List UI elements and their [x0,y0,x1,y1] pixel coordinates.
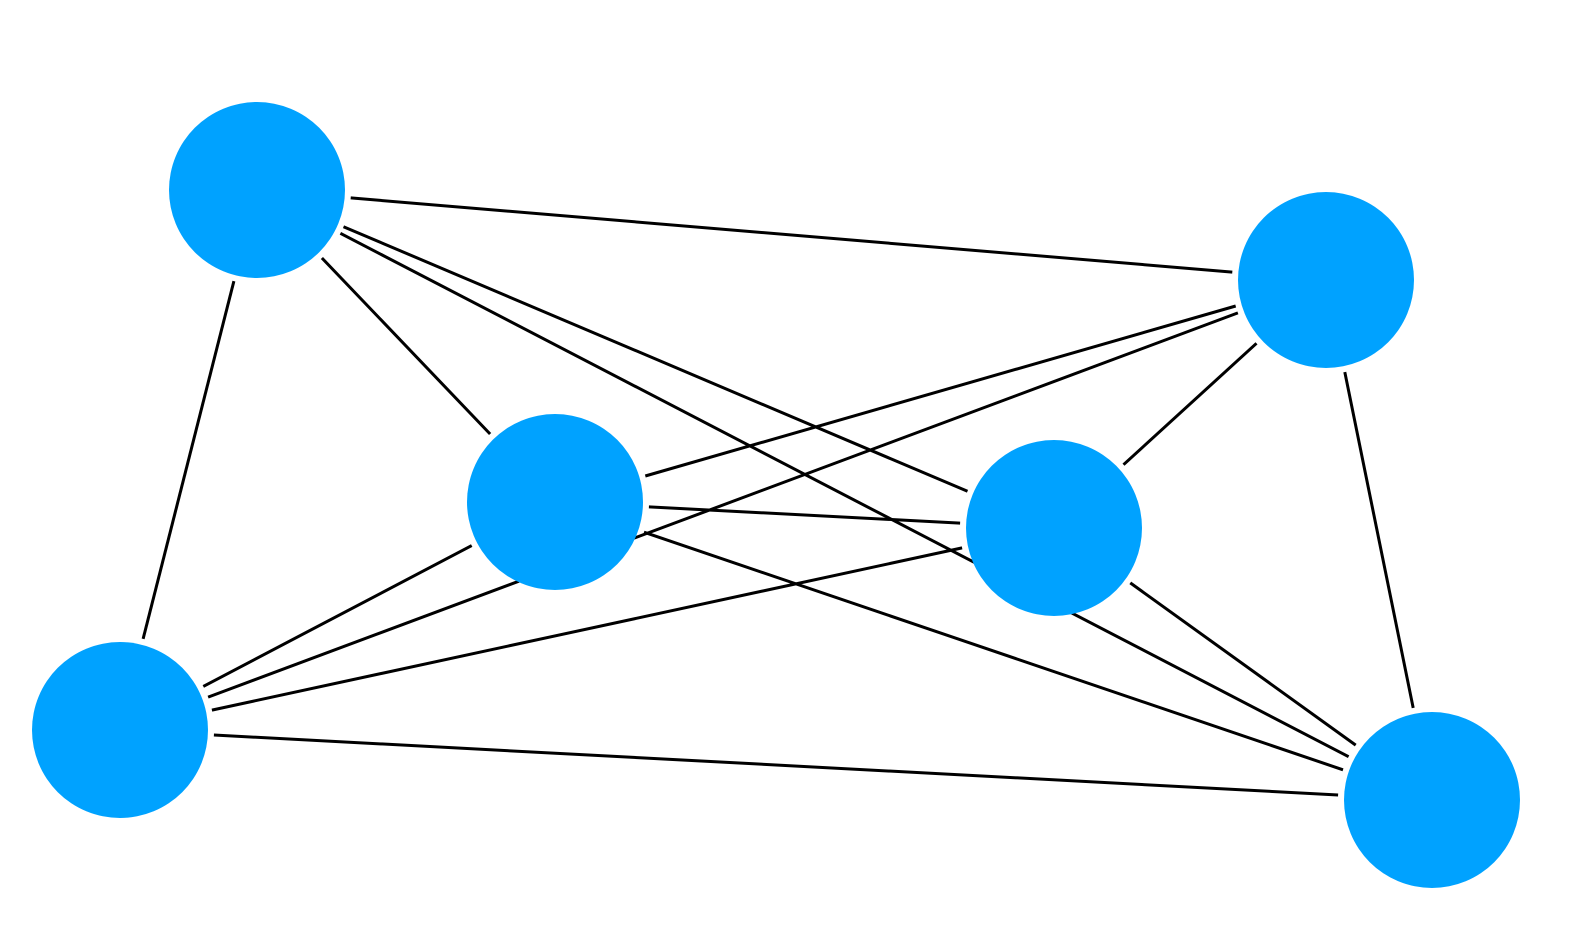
edge-B-C [644,304,1237,478]
node-layer [32,102,1520,888]
node-D [966,440,1142,616]
edge-A-E [141,280,236,640]
node-C [467,414,643,590]
edge-D-E [211,546,963,712]
edge-F-B [1343,371,1415,709]
node-B [1238,192,1414,368]
node-E [32,642,208,818]
edge-A-C [320,256,492,436]
node-F [1344,712,1520,888]
edge-A-D [342,225,969,493]
edge-D-F [1129,581,1357,747]
edge-C-E [202,544,473,688]
edge-F-E [213,733,1339,797]
edge-B-D [1122,342,1258,466]
edge-A-F [339,231,1350,759]
edge-A-B [350,196,1233,274]
edge-C-F [643,530,1344,772]
edge-layer [141,196,1415,797]
edge-C-D [648,505,961,525]
node-A [169,102,345,278]
edge-B-E [207,311,1239,699]
